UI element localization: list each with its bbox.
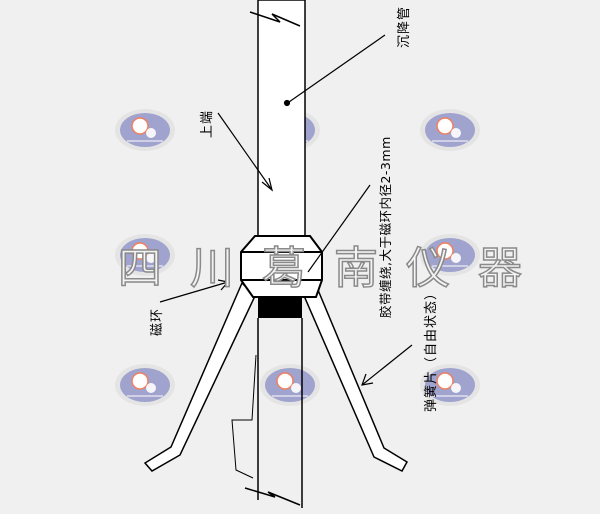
watermark-text: 四川葛南仪器 [117, 242, 550, 295]
gn-logo-icon [115, 234, 175, 276]
label-spring-leaf: 弹簧片（自由状态） [424, 285, 439, 412]
tape-wrap-band [258, 298, 302, 318]
settlement-pipe-upper [249, 0, 306, 237]
settlement-pipe-lower [231, 318, 303, 508]
gn-logo-icon [420, 109, 480, 151]
gn-logo-icon [115, 109, 175, 151]
label-magnetic-ring: 磁环 [150, 307, 165, 336]
gn-logo-icon [420, 364, 480, 406]
label-tape-wrap: 胶带缠绕,大于磁环内径2-3mm [378, 136, 393, 318]
gn-logo-icon [260, 364, 320, 406]
label-settlement-pipe: 沉降管 [397, 5, 412, 48]
gn-logo-icon [420, 234, 480, 276]
magnetic-ring [240, 235, 323, 298]
label-upper-end: 上端 [200, 109, 215, 138]
gn-logo-icon [115, 364, 175, 406]
leader-arrows [159, 34, 413, 386]
